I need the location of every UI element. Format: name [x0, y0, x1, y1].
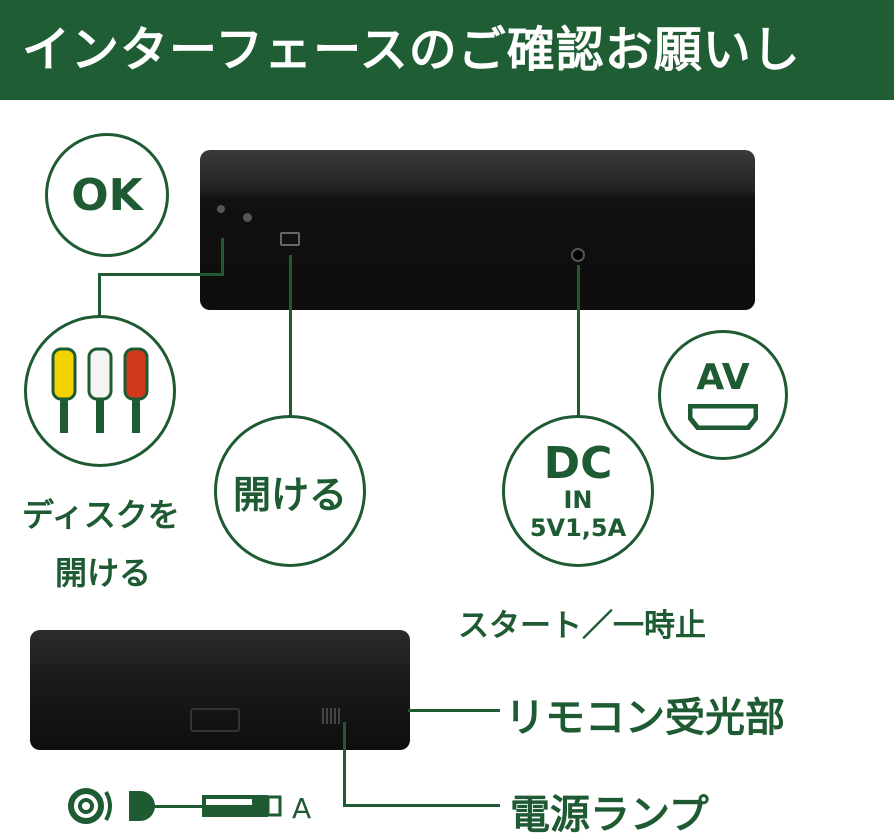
remote-sensor — [322, 708, 342, 724]
ok-badge: OK — [45, 133, 169, 257]
remote-receiver-label: リモコン受光部 — [505, 695, 785, 741]
dc-in-badge: DC IN 5V1,5A — [502, 415, 654, 567]
header-banner: インターフェースのご確認お願いし — [0, 0, 894, 100]
usb-port — [280, 232, 300, 246]
power-plug-icon: A — [66, 786, 326, 830]
rca-plugs-icon — [51, 347, 149, 433]
av-text: AV — [696, 357, 750, 398]
eject-jack — [243, 213, 252, 222]
av-jack — [217, 205, 225, 213]
eject-label-line1: ディスクを — [22, 496, 180, 534]
hdmi-port-icon — [688, 404, 758, 430]
header-title: インターフェースのご確認お願いし — [22, 22, 801, 78]
start-pause-label: スタート／一時止 — [458, 608, 706, 644]
rca-cable-badge — [24, 315, 176, 467]
device-top-view — [200, 150, 755, 310]
power-lamp-label: 電源ランプ — [510, 792, 709, 838]
open-text: 開ける — [232, 472, 347, 517]
dc-rating-text: 5V1,5A — [529, 514, 627, 542]
open-badge: 開ける — [214, 415, 366, 567]
dc-in-text: IN — [563, 486, 593, 514]
dc-text: DC — [543, 438, 613, 489]
av-badge: AV — [658, 330, 788, 460]
disc-eject-button — [190, 708, 240, 732]
power-plug-letter: A — [292, 792, 312, 825]
eject-label-line2: 開ける — [55, 554, 152, 592]
ok-text: OK — [71, 169, 143, 221]
device-front-view — [30, 630, 410, 750]
dc-jack — [571, 248, 585, 262]
